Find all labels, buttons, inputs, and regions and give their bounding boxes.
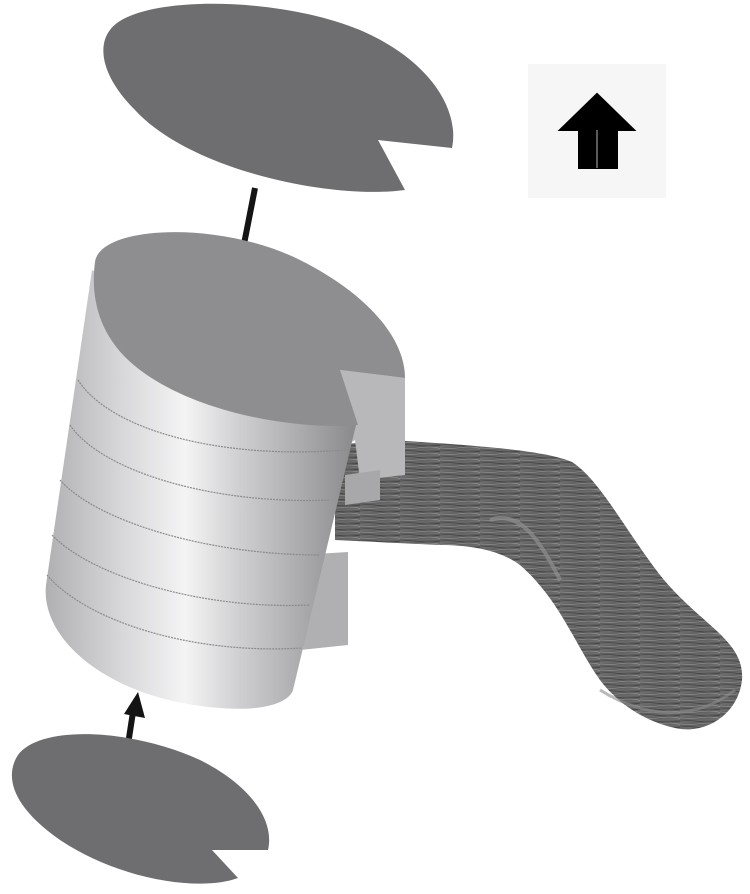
top-disc xyxy=(103,4,453,192)
up-arrow-icon xyxy=(528,64,666,198)
wood-handle xyxy=(335,440,742,729)
bottom-disc xyxy=(12,734,269,883)
up-indicator-panel xyxy=(528,64,666,198)
